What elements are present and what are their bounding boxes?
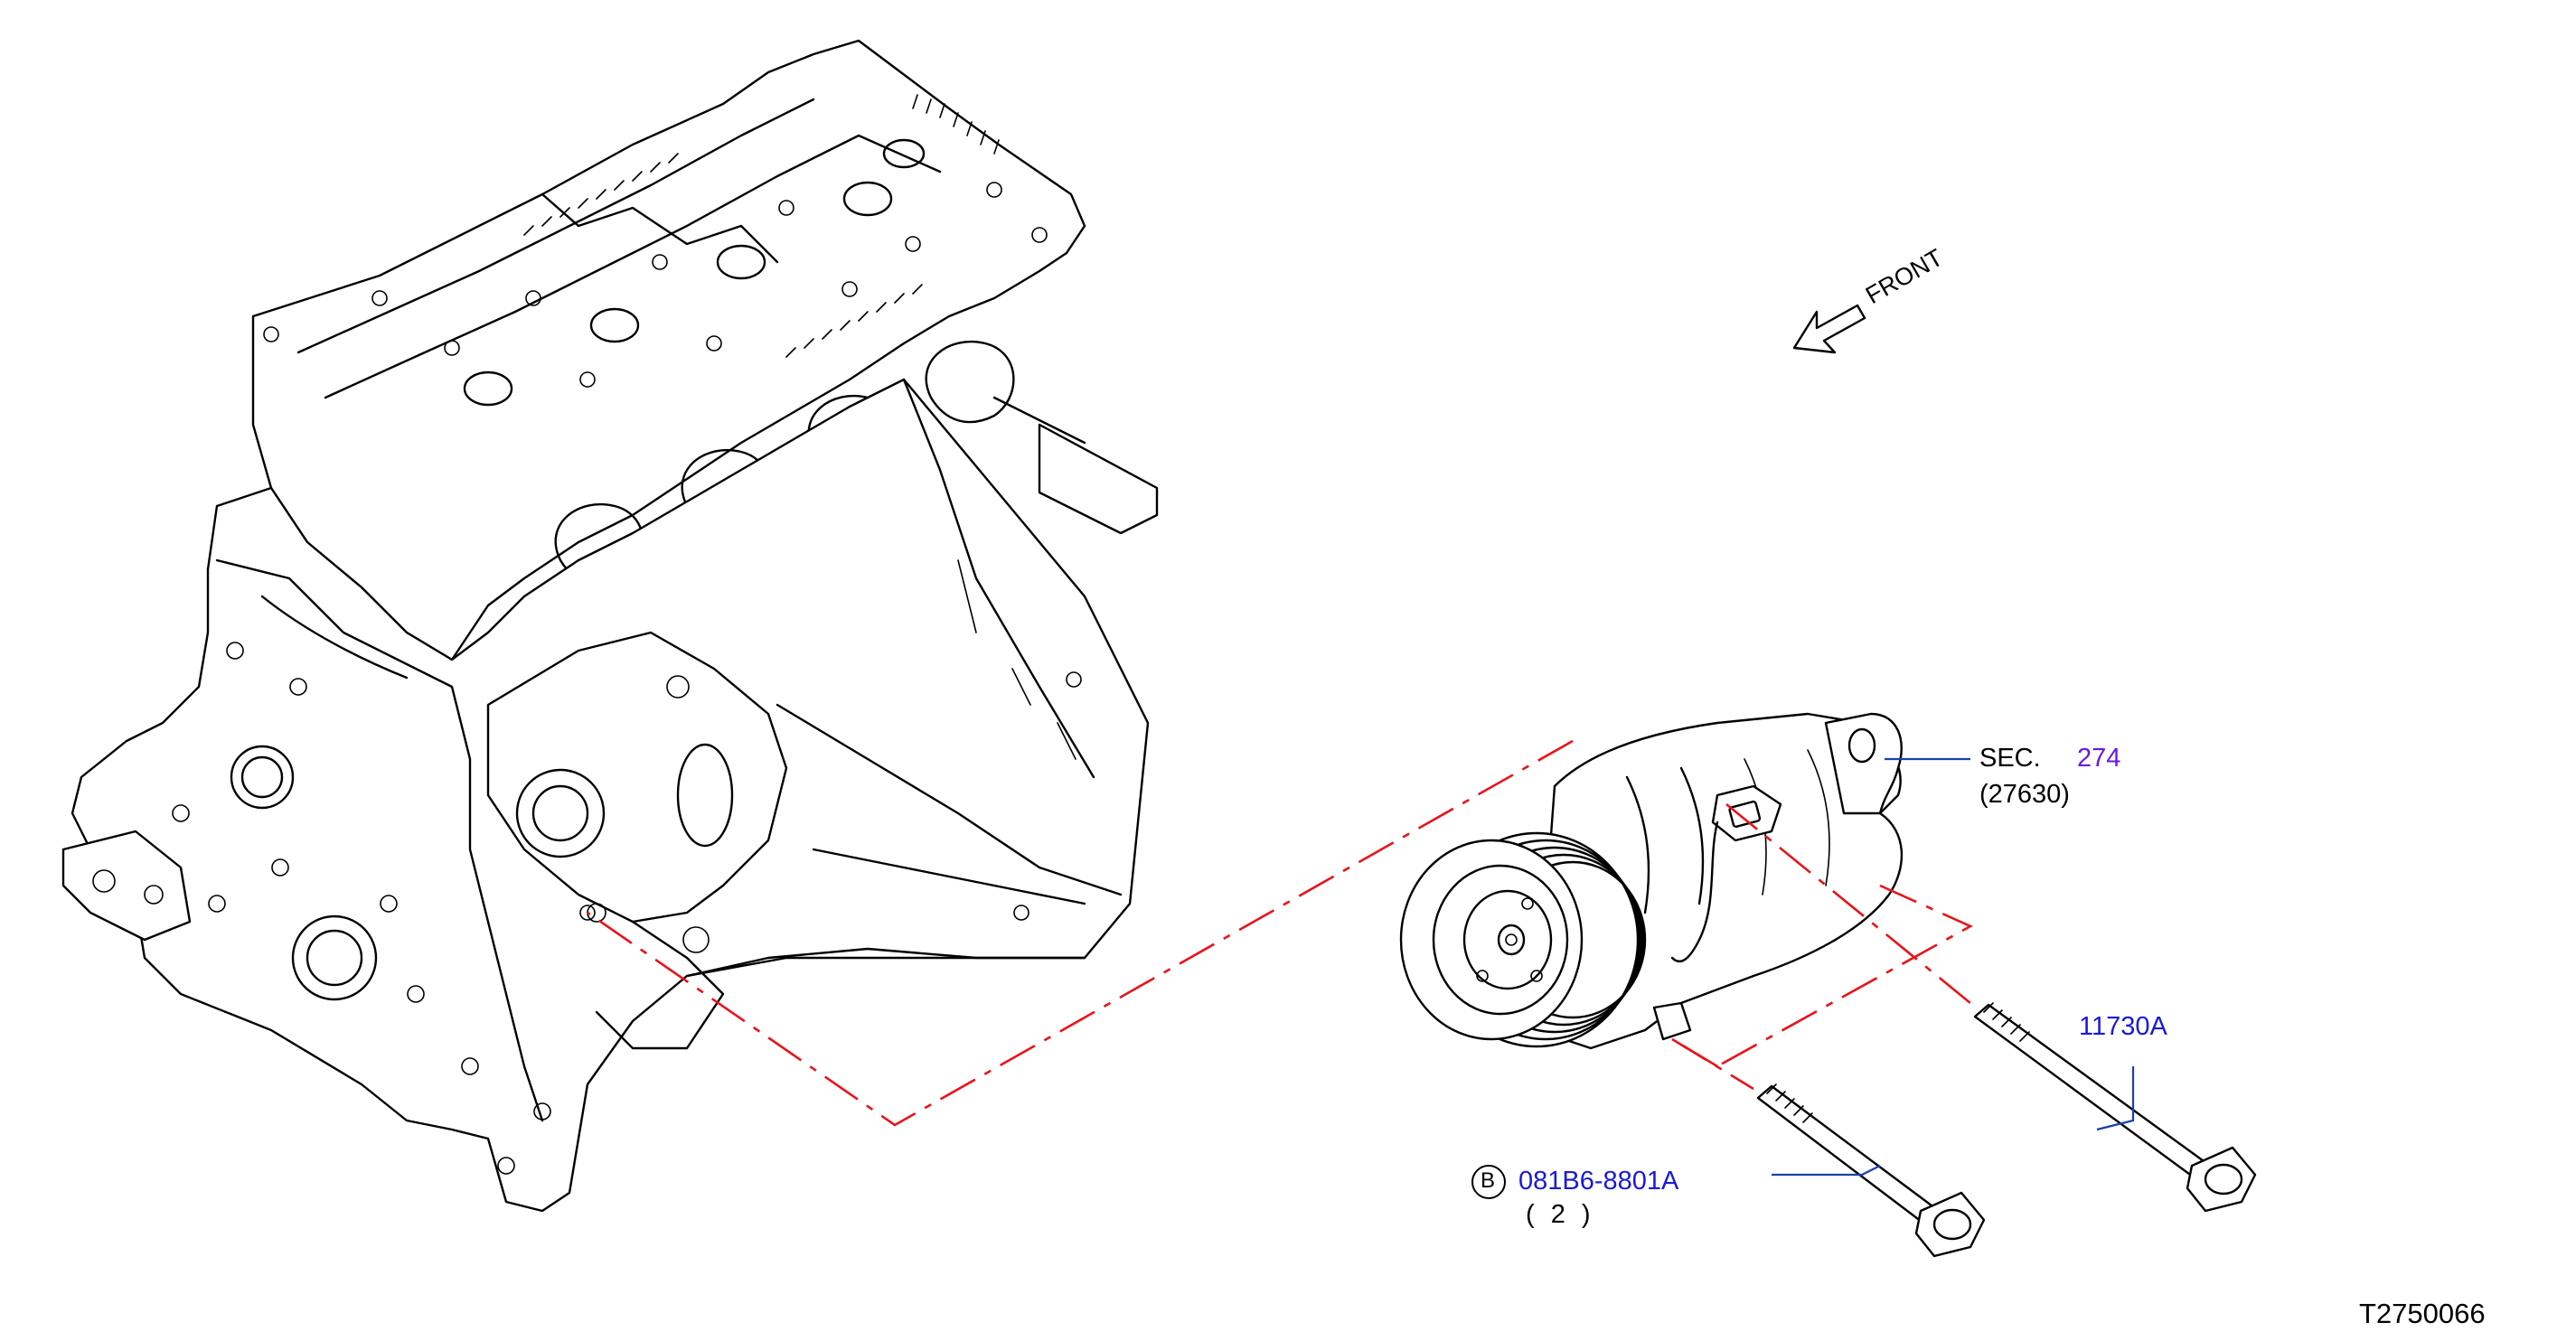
bolt-short-quantity: ( 2 )	[1526, 1200, 1591, 1229]
front-arrow-icon	[1792, 304, 1866, 354]
bolt-long	[1973, 1002, 2257, 1213]
part-number-11730a[interactable]: 11730A	[2079, 1012, 2167, 1041]
callout-leaders	[1772, 757, 2135, 1177]
section-link-274[interactable]: 274	[2077, 744, 2121, 773]
circled-b-letter: B	[1481, 1168, 1496, 1193]
part-number-081b6-8801a[interactable]: 081B6-8801A	[1518, 1167, 1679, 1196]
figure-id: T2750066	[2359, 1298, 2486, 1329]
section-part-number: (27630)	[1979, 780, 2070, 809]
circled-b-icon	[1471, 1165, 1506, 1199]
engine-block	[61, 39, 1159, 1213]
mounting-path-lines	[587, 739, 1973, 1127]
section-prefix: SEC.	[1979, 744, 2041, 773]
ac-compressor	[1399, 712, 1904, 1050]
bolt-short	[1756, 1083, 1986, 1258]
